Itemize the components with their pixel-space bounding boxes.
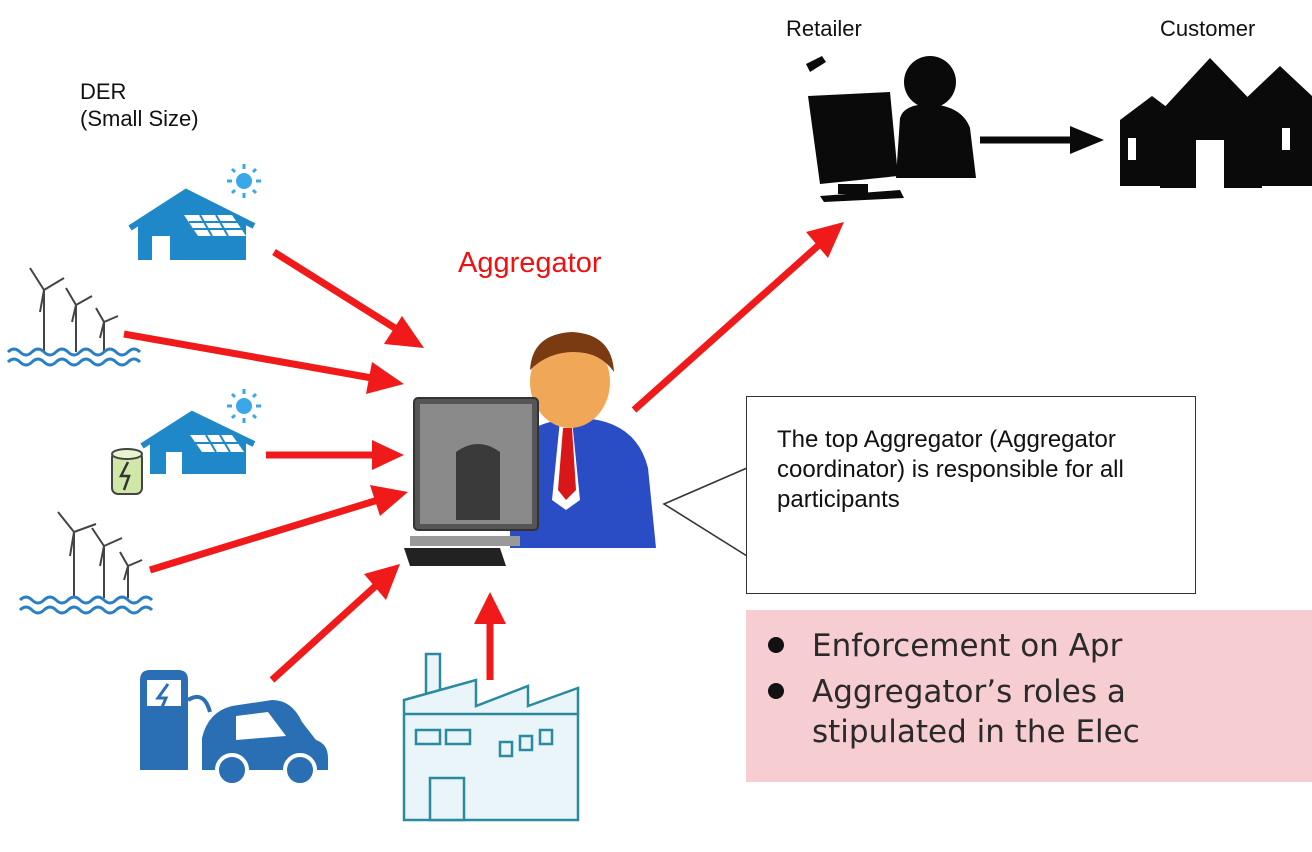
retailer-customer-arrow [980,126,1104,154]
customer-label: Customer [1160,16,1256,41]
retailer-person-icon [806,56,976,202]
flow-arrows [123,222,844,683]
arrow-to-retailer [631,222,844,413]
der-label-line2: (Small Size) [80,106,199,131]
bullet-text: Aggregator’s roles a [812,674,1126,710]
bullet-item: Aggregator’s roles a [746,672,1126,712]
arrow-ev [269,564,400,683]
aggregator-person-icon [404,332,656,566]
factory-icon [402,652,580,822]
der-label-line1: DER [80,79,127,104]
callout-pointer [662,467,748,557]
houses-icon [1120,58,1312,188]
house-solar-icon [128,164,261,260]
retailer-label: Retailer [786,16,862,41]
bullet-continuation: stipulated in the Elec [812,714,1140,750]
highlight-box: Enforcement on Apr Aggregator’s roles a … [746,610,1312,782]
wind-turbine-icon [6,267,142,367]
arrow-der2 [123,330,404,394]
callout-text: The top Aggregator (Aggregator coordinat… [777,426,1124,513]
ev-charger-icon [140,670,328,787]
bullet-text: Enforcement on Apr [812,628,1123,664]
bullet-dot [768,637,784,653]
bullet-dot [768,683,784,699]
house-solar-battery-icon [111,389,261,495]
callout-box: The top Aggregator (Aggregator coordinat… [746,396,1196,594]
arrow-factory [474,592,506,680]
arrow-der3 [266,440,404,470]
bullet-item: Enforcement on Apr [746,626,1122,666]
wind-turbine-icon [18,511,154,615]
arrow-der1 [272,249,424,348]
aggregator-label: Aggregator [458,247,602,279]
arrow-der4 [148,485,408,574]
